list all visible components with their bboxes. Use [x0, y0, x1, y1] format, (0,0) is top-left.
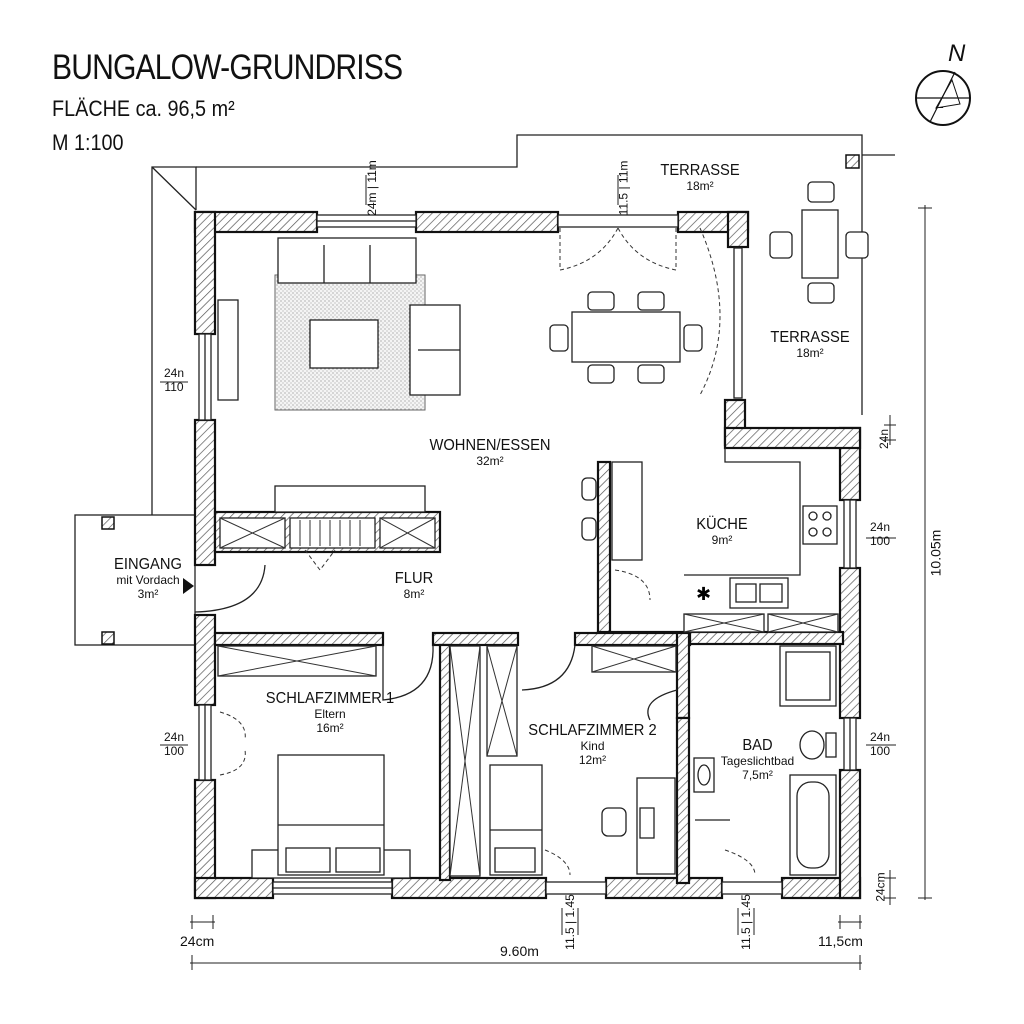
living-furniture — [274, 237, 703, 513]
room-living: WOHNEN/ESSEN 32m² — [400, 437, 580, 469]
room-name: BAD — [742, 737, 773, 754]
north-arrow-icon — [915, 70, 971, 126]
plan-title: BUNGALOW-GRUNDRISS — [52, 48, 403, 87]
room-name: SCHLAFZIMMER 2 — [528, 722, 657, 739]
terrace-post — [845, 154, 860, 169]
double-bed — [251, 754, 411, 879]
room-hall: FLUR 8m² — [374, 570, 454, 602]
dim-right-window-1: 24n 100 — [866, 520, 894, 548]
terrace-furniture — [769, 181, 869, 304]
dim-value: 1.45 — [738, 894, 753, 918]
dim-value: 11m — [364, 160, 379, 183]
roof-outline — [151, 134, 895, 515]
room-bedroom-2: SCHLAFZIMMER 2 Kind 12m² — [510, 722, 675, 768]
entrance-canopy — [74, 514, 196, 646]
dim-value: 24n — [163, 730, 185, 744]
room-detail: Eltern — [314, 707, 346, 722]
room-entrance: EINGANG mit Vordach 3m² — [98, 556, 198, 602]
room-name: KÜCHE — [696, 516, 748, 533]
dim-value: 100 — [869, 534, 891, 548]
dim-value: 100 — [869, 744, 891, 758]
dim-bottom-window-2: 11.5 | 1.45 — [738, 894, 753, 950]
dim-total-height: 10.05m — [927, 529, 944, 577]
room-terrace-top: TERRASSE 18m² — [640, 162, 760, 194]
dim-value: 100 — [163, 744, 185, 758]
dim-bottom-window-1: 11.5 | 1.45 — [562, 894, 577, 950]
north-label: N — [948, 40, 966, 67]
room-area: 8m² — [403, 587, 425, 602]
dim-bottom-left: 24cm — [180, 933, 215, 949]
dim-value: 24n — [869, 730, 891, 744]
room-bath: BAD Tageslichtbad 7,5m² — [705, 737, 810, 783]
dim-value: 1.45 — [562, 894, 577, 918]
windows — [198, 214, 857, 895]
dim-right-wall: 24n — [877, 428, 892, 450]
room-name: TERRASSE — [770, 329, 850, 346]
room-area: 16m² — [316, 721, 344, 736]
svg-text:✱: ✱ — [696, 584, 711, 605]
room-detail: Tageslichtbad — [720, 754, 795, 769]
dim-top-window-2: 11.5 | 11m — [616, 160, 631, 216]
dim-value: 11.5 — [562, 927, 577, 950]
exterior-walls — [193, 210, 862, 900]
bathroom-fixtures — [693, 645, 837, 876]
dim-value: 110 — [164, 380, 184, 394]
room-area: 7,5m² — [742, 768, 773, 783]
dim-value: 24m — [364, 192, 379, 216]
dim-value: 11.5 — [738, 927, 753, 950]
room-name: SCHLAFZIMMER 1 — [265, 690, 395, 707]
room-area: 9m² — [711, 533, 733, 548]
dim-value: 24n — [163, 366, 185, 380]
room-kitchen: KÜCHE 9m² — [672, 516, 772, 548]
doors — [194, 549, 756, 876]
dim-right-window-2: 24n 100 — [866, 730, 894, 758]
room-detail: mit Vordach — [116, 573, 180, 588]
room-area: 18m² — [796, 346, 824, 361]
dim-left-window-2: 24n 100 — [160, 730, 188, 758]
wardrobe — [217, 517, 839, 877]
room-name: WOHNEN/ESSEN — [429, 437, 551, 454]
dim-total-width: 9.60m — [500, 943, 539, 959]
room-terrace-side: TERRASSE 18m² — [750, 329, 870, 361]
plan-area: FLÄCHE ca. 96,5 m² — [52, 96, 235, 121]
dim-right-bottom: 24cm — [873, 872, 888, 902]
kitchen-furniture: ✱ — [581, 448, 838, 609]
dim-value: 11.5 — [616, 192, 631, 216]
dim-value: 11m — [616, 160, 631, 184]
room-name: TERRASSE — [660, 162, 740, 179]
single-bed — [489, 764, 676, 876]
dimension-lines — [160, 175, 932, 970]
plan-scale: M 1:100 — [52, 130, 124, 155]
dim-value: 24n — [869, 520, 891, 534]
room-name: FLUR — [394, 570, 434, 587]
room-bedroom-1: SCHLAFZIMMER 1 Eltern 16m² — [245, 690, 415, 736]
dim-top-window-1: 24m | 11m — [364, 160, 379, 216]
dim-bottom-right: 11,5cm — [818, 933, 863, 949]
room-area: 32m² — [476, 454, 504, 469]
room-area: 18m² — [686, 179, 714, 194]
room-name: EINGANG — [114, 556, 182, 573]
room-detail: Kind — [580, 739, 605, 754]
room-area: 3m² — [137, 587, 159, 602]
room-area: 12m² — [578, 753, 607, 768]
dim-left-window-1: 24n 110 — [160, 366, 188, 394]
terrace-door — [559, 227, 721, 396]
